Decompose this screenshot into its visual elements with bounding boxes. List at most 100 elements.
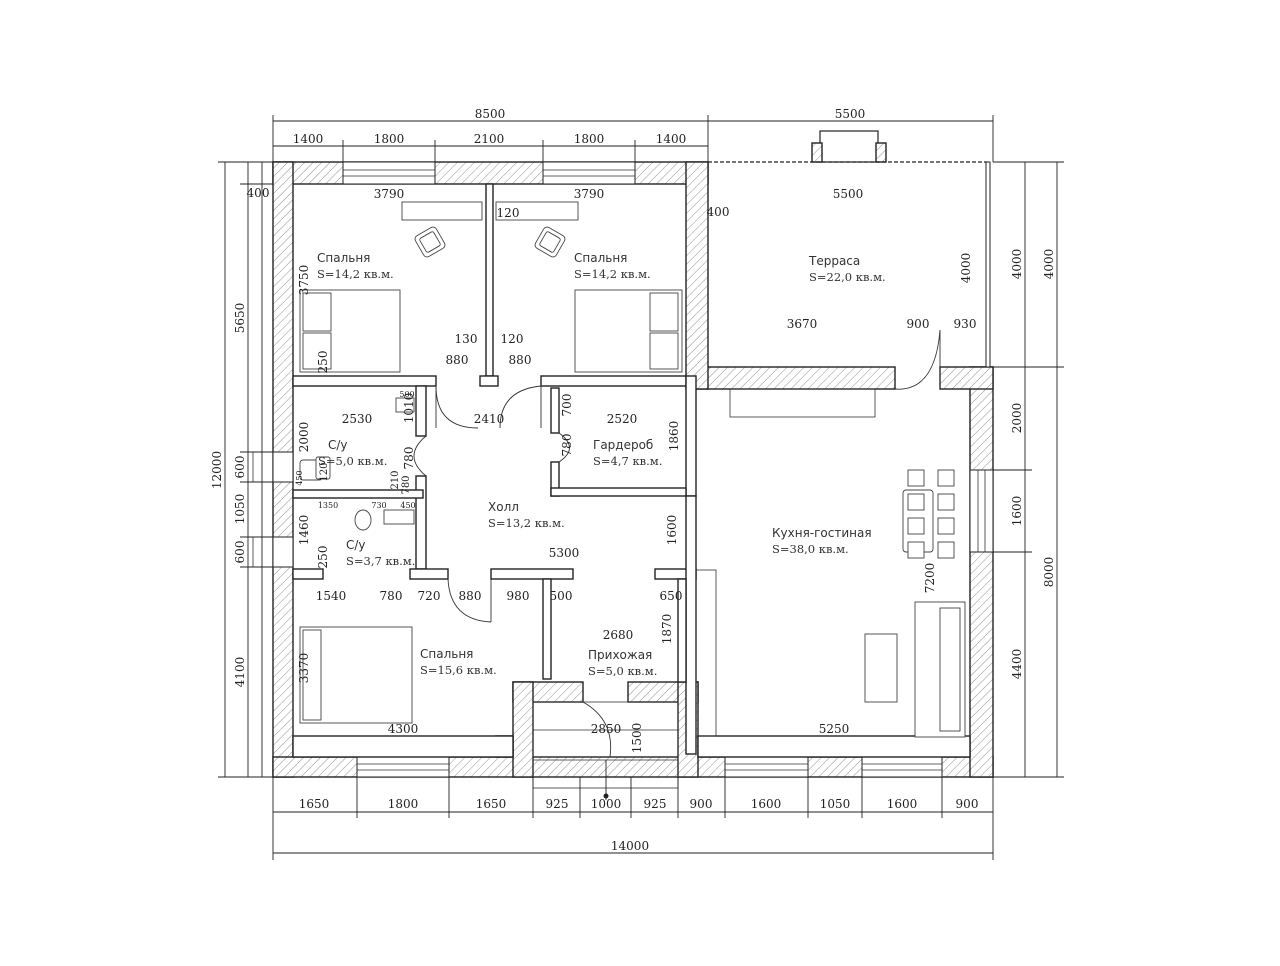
dim-interior: 250 xyxy=(316,546,330,569)
dim-bottom-row: 925 xyxy=(644,797,667,811)
room-name-bedroom-3: Спальня xyxy=(420,647,473,661)
dim-interior: 500 xyxy=(550,589,573,603)
dim-interior: 880 xyxy=(459,589,482,603)
dim-left-row: 600 xyxy=(233,541,247,564)
room-name-terrace: Терраса xyxy=(808,254,860,268)
room-area-wardrobe: S=4,7 кв.м. xyxy=(593,454,662,468)
dim-interior: 7200 xyxy=(923,563,937,594)
room-area-hall: S=13,2 кв.м. xyxy=(488,516,565,530)
dim-interior: 400 xyxy=(707,205,730,219)
dim-interior: 700 xyxy=(560,394,574,417)
dim-interior: 1350 xyxy=(318,501,338,510)
room-area-bedroom-1: S=14,2 кв.м. xyxy=(317,267,394,281)
dim-bottom-row: 1600 xyxy=(751,797,782,811)
dim-interior: 930 xyxy=(954,317,977,331)
dim-interior: 1460 xyxy=(297,515,311,546)
dim-bottom-row: 1600 xyxy=(887,797,918,811)
dim-right-row: 2000 xyxy=(1010,403,1024,434)
dim-interior: 730 xyxy=(371,501,386,510)
dim-interior: 500 xyxy=(399,390,414,399)
dim-right-outer: 8000 xyxy=(1042,557,1056,588)
dim-interior: 5250 xyxy=(819,722,850,736)
dim-top-row: 1800 xyxy=(374,132,405,146)
room-name-hall: Холл xyxy=(488,500,519,514)
dim-top-total-left: 8500 xyxy=(475,107,506,121)
dim-interior: 780 xyxy=(560,434,574,457)
dim-interior: 2410 xyxy=(474,412,505,426)
dim-bottom-row: 1800 xyxy=(388,797,419,811)
dim-interior: 2680 xyxy=(603,628,634,642)
dim-interior: 4300 xyxy=(388,722,419,736)
entry-steps xyxy=(532,701,679,800)
dim-interior: 3370 xyxy=(297,653,311,684)
room-area-terrace: S=22,0 кв.м. xyxy=(809,270,886,284)
dim-interior: 2850 xyxy=(591,722,622,736)
dim-interior: 1010 xyxy=(402,393,416,424)
room-name-entry: Прихожая xyxy=(588,648,652,662)
dim-interior: 1600 xyxy=(665,515,679,546)
dim-interior: 3750 xyxy=(297,265,311,296)
dim-interior: 120 xyxy=(319,462,330,481)
dim-bottom-row: 1050 xyxy=(820,797,851,811)
terrace-railing xyxy=(708,161,991,368)
room-name-bathroom-1: С/у xyxy=(328,438,348,452)
room-area-entry: S=5,0 кв.м. xyxy=(588,664,657,678)
dim-left-row: 400 xyxy=(247,186,270,200)
dimension-lines xyxy=(218,115,1064,860)
dim-bottom-row: 1650 xyxy=(299,797,330,811)
dim-bottom-row: 1650 xyxy=(476,797,507,811)
dim-interior: 1500 xyxy=(630,723,644,754)
dim-interior: 650 xyxy=(660,589,683,603)
dim-bottom-row: 1000 xyxy=(591,797,622,811)
room-area-bedroom-2: S=14,2 кв.м. xyxy=(574,267,651,281)
windows xyxy=(252,130,994,778)
dim-interior: 3670 xyxy=(787,317,818,331)
dim-left-outer: 12000 xyxy=(210,451,224,489)
dim-interior: 5300 xyxy=(549,546,580,560)
dim-right-row: 4000 xyxy=(1010,249,1024,280)
dim-interior: 4000 xyxy=(959,253,973,284)
room-area-kitchen-living: S=38,0 кв.м. xyxy=(772,542,849,556)
room-labels: Спальня S=14,2 кв.м. Спальня S=14,2 кв.м… xyxy=(317,251,886,678)
dim-left-mid: 5650 xyxy=(233,303,247,334)
room-area-bathroom-2: S=3,7 кв.м. xyxy=(346,554,415,568)
dim-left-row: 600 xyxy=(233,456,247,479)
dim-right-outer: 4000 xyxy=(1042,249,1056,280)
interior-walls xyxy=(292,183,971,758)
dim-interior: 2000 xyxy=(297,422,311,453)
dim-right-row: 1600 xyxy=(1010,496,1024,527)
dim-interior: 780 xyxy=(401,475,412,494)
dim-interior: 250 xyxy=(316,351,330,374)
room-name-bathroom-2: С/у xyxy=(346,538,366,552)
dim-top-row: 2100 xyxy=(474,132,505,146)
dim-top-total-right: 5500 xyxy=(835,107,866,121)
dim-interior: 1540 xyxy=(316,589,347,603)
dim-left-row: 1050 xyxy=(233,494,247,525)
dim-interior: 2520 xyxy=(607,412,638,426)
dim-bottom-row: 900 xyxy=(690,797,713,811)
furniture xyxy=(299,201,966,738)
dim-interior: 780 xyxy=(402,447,416,470)
dim-interior: 1860 xyxy=(667,421,681,452)
dim-interior: 3790 xyxy=(374,187,405,201)
dim-bottom-row: 900 xyxy=(956,797,979,811)
dim-bottom-row: 925 xyxy=(546,797,569,811)
doors xyxy=(413,329,941,758)
dim-top-row: 1400 xyxy=(293,132,324,146)
room-area-bedroom-3: S=15,6 кв.м. xyxy=(420,663,497,677)
dim-interior: 130 xyxy=(455,332,478,346)
dim-interior: 880 xyxy=(446,353,469,367)
dim-interior: 980 xyxy=(507,589,530,603)
room-name-bedroom-1: Спальня xyxy=(317,251,370,265)
dim-interior: 900 xyxy=(907,317,930,331)
dim-interior: 450 xyxy=(295,470,304,485)
dim-interior: 450 xyxy=(400,501,415,510)
dim-interior: 1870 xyxy=(660,614,674,645)
dim-interior: 2530 xyxy=(342,412,373,426)
dimension-labels: 8500 5500 1400 1800 2100 1800 1400 1650 … xyxy=(210,107,1056,853)
room-name-kitchen-living: Кухня-гостиная xyxy=(772,526,872,540)
dim-interior: 780 xyxy=(380,589,403,603)
dim-top-row: 1800 xyxy=(574,132,605,146)
dim-interior: 720 xyxy=(418,589,441,603)
